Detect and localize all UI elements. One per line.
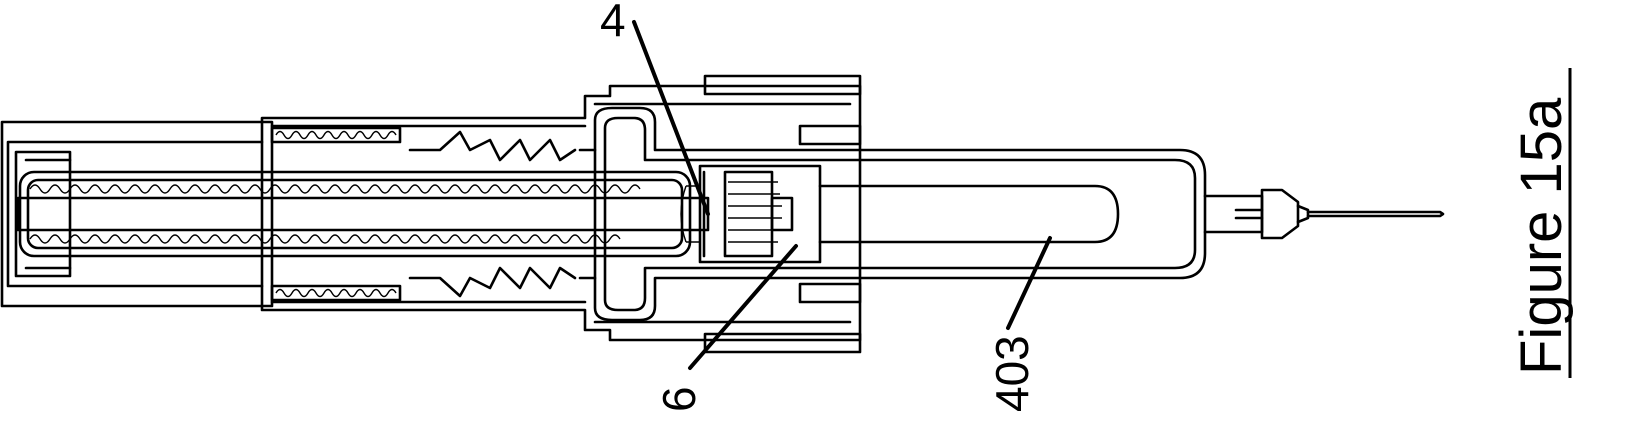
reference-numeral-403: 403 bbox=[986, 335, 1038, 412]
collar bbox=[580, 108, 1205, 320]
reference-numeral-6: 6 bbox=[653, 386, 705, 412]
upper-coil-spring bbox=[272, 128, 400, 142]
lower-coil-spring bbox=[272, 286, 400, 300]
leader-line-6 bbox=[690, 246, 796, 368]
leader-line-4 bbox=[634, 22, 708, 214]
plunger-stopper bbox=[700, 166, 820, 262]
middle-housing bbox=[262, 76, 860, 352]
leader-line-403 bbox=[1008, 238, 1050, 328]
figure-caption: Figure 15a bbox=[1509, 97, 1574, 375]
needle-hub bbox=[1205, 190, 1308, 238]
needle bbox=[1308, 212, 1443, 216]
reference-numeral-4: 4 bbox=[600, 0, 626, 46]
rear-housing bbox=[2, 122, 272, 306]
leader-lines bbox=[634, 22, 1050, 368]
latch-teeth bbox=[410, 132, 575, 296]
